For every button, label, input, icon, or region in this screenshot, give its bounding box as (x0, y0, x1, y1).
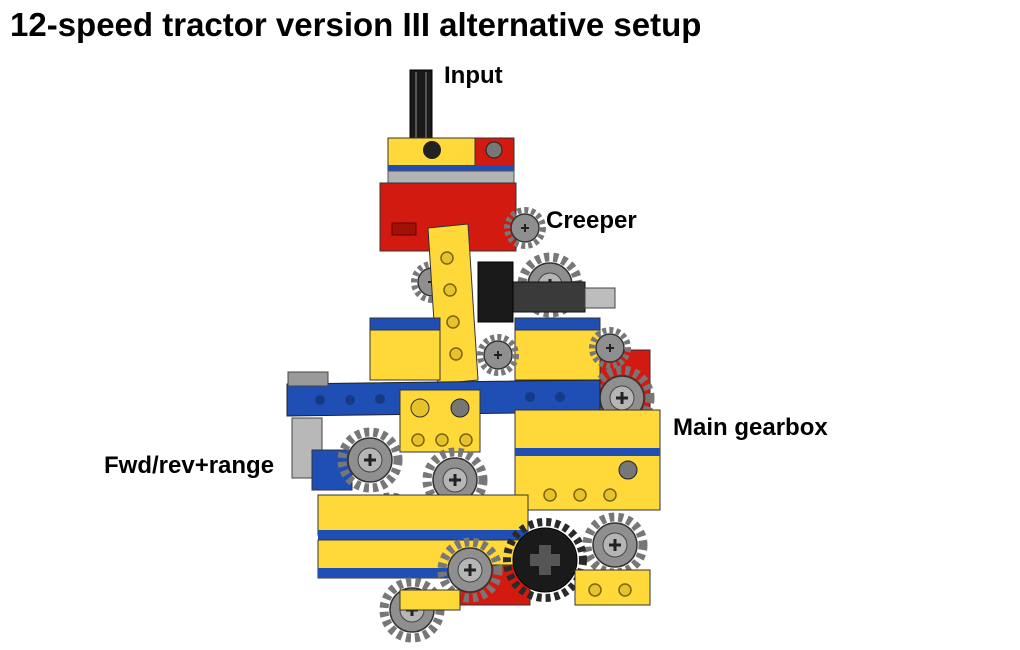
fwd-rev-range-section (291, 417, 531, 638)
main-gearbox-beam (514, 409, 661, 511)
black-crown-gear (503, 518, 587, 602)
main-gearbox-label: Main gearbox (673, 414, 828, 441)
bottom-plate (399, 589, 461, 611)
input-label: Input (444, 62, 503, 89)
page-title: 12-speed tractor version III alternative… (10, 6, 702, 43)
fwd-rev-range-label: Fwd/rev+range (104, 452, 275, 479)
middle-frame-layer (369, 317, 601, 381)
center-yellow-block (399, 389, 481, 453)
creeper-gears (414, 210, 616, 323)
creeper-label: Creeper (546, 207, 637, 234)
bottom-right-beam (574, 569, 651, 606)
